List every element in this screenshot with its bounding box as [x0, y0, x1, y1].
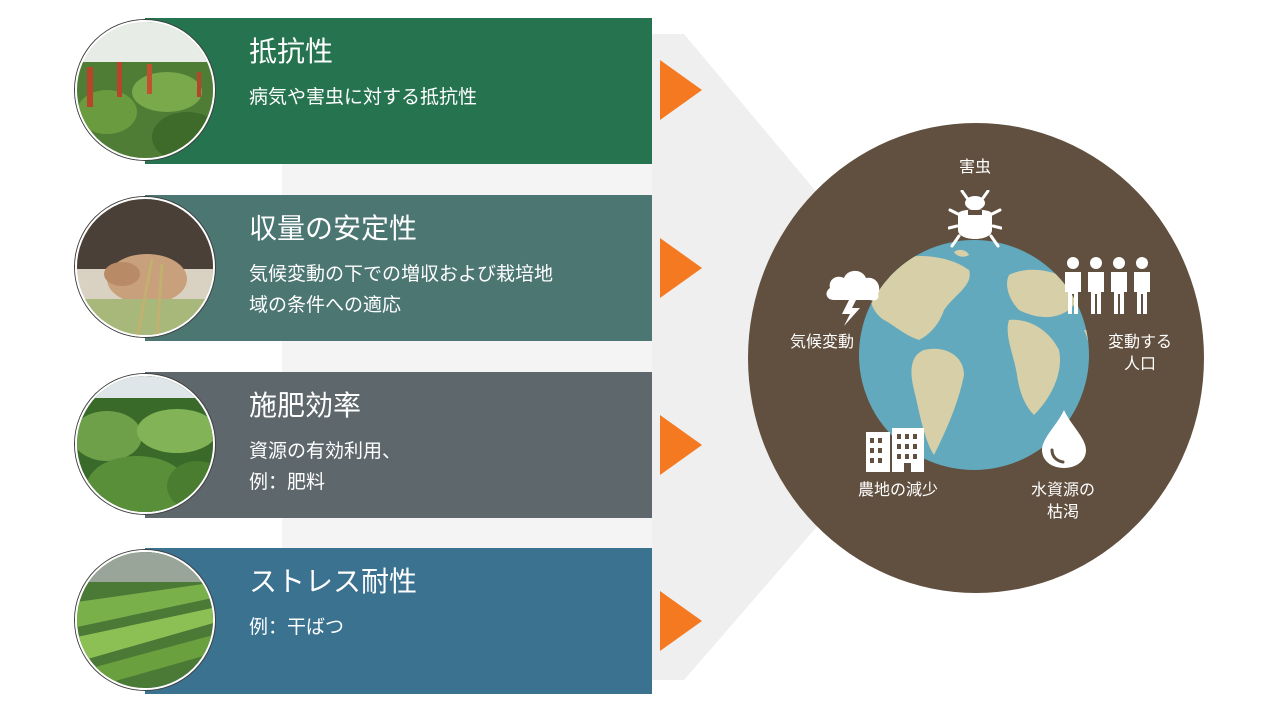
label-water-depletion: 水資源の 枯渇 [1030, 480, 1095, 521]
card-title: 収量の安定性 [249, 212, 418, 245]
label-farmland-loss: 農地の減少 [857, 480, 938, 499]
arrow-icon [660, 60, 702, 120]
card-stress-tolerance: ストレス耐性 例：干ばつ [145, 548, 652, 694]
card-description: 資源の有効利用、 例：肥料 [249, 440, 402, 493]
crop-rows-icon [75, 550, 215, 690]
label-pests: 害虫 [958, 157, 991, 176]
card-title: ストレス耐性 [249, 565, 418, 598]
hands-grain-icon [75, 197, 215, 337]
storm-cloud-icon [826, 270, 880, 326]
card-title: 施肥効率 [249, 389, 362, 422]
arrow-icon [660, 591, 702, 651]
card-resistance: 抵抗性 病気や害虫に対する抵抗性 [145, 18, 652, 164]
building-icon [866, 428, 924, 472]
arrow-icon [660, 415, 702, 475]
card-description: 病気や害虫に対する抵抗性 [249, 86, 478, 108]
globe-icon [859, 240, 1089, 470]
label-population: 変動する 人口 [1107, 332, 1172, 373]
label-climate-change: 気候変動 [789, 332, 854, 351]
water-drop-icon [1042, 410, 1086, 468]
card-description: 例：干ばつ [249, 616, 345, 638]
card-description: 気候変動の下での増収および栽培地 域の条件への適応 [249, 263, 554, 316]
arrow-icon [660, 238, 702, 298]
people-icon [1065, 257, 1150, 314]
card-fertilizer-efficiency: 施肥効率 資源の有効利用、 例：肥料 [145, 372, 652, 518]
card-title: 抵抗性 [249, 35, 334, 68]
bug-icon [948, 190, 1002, 248]
leafy-crop-icon [75, 374, 215, 514]
crop-field-icon [75, 20, 215, 160]
card-yield-stability: 収量の安定性 気候変動の下での増収および栽培地 域の条件への適応 [145, 195, 652, 341]
